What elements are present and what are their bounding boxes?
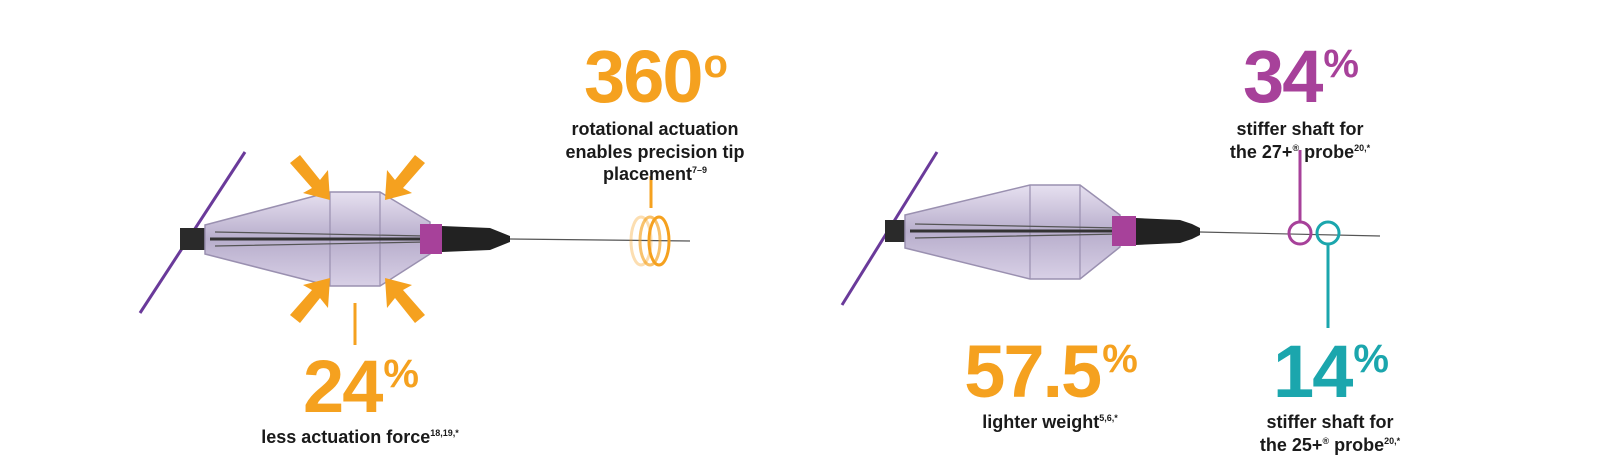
force-arrows-icon [290, 155, 425, 323]
stat-rotation-caption: rotational actuation enables precision t… [565, 119, 745, 184]
probe-right-image [840, 151, 1381, 306]
stat-shaft25: 14% stiffer shaft for the 25+® probe20,* [1230, 335, 1430, 456]
stat-force-caption: less actuation force18,19,* [261, 427, 459, 447]
stat-shaft25-caption: stiffer shaft for the 25+® probe20,* [1259, 412, 1401, 455]
probe-left-image [138, 151, 691, 314]
stat-shaft27-caption: stiffer shaft for the 27+® probe20,* [1229, 119, 1371, 162]
shaft27-marker [1287, 150, 1313, 246]
shaft25-marker [1315, 220, 1341, 328]
stat-shaft27: 34% stiffer shaft for the 27+® probe20,* [1200, 40, 1400, 163]
stat-shaft25-value: 14% [1273, 330, 1389, 413]
stat-shaft27-value: 34% [1243, 35, 1359, 118]
stat-force-value: 24% [303, 345, 419, 428]
stat-weight: 57.5% lighter weight5,6,* [930, 335, 1170, 434]
rotation-rings-icon [629, 215, 671, 267]
stat-force: 24% less actuation force18,19,* [230, 350, 490, 449]
stat-rotation: 360o rotational actuation enables precis… [520, 40, 790, 186]
stat-weight-caption: lighter weight5,6,* [982, 412, 1118, 432]
stat-weight-value: 57.5% [964, 330, 1138, 413]
stat-rotation-value: 360o [584, 35, 728, 118]
